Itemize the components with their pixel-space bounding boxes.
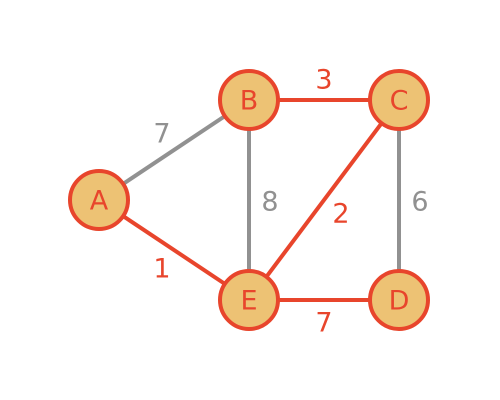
edge-weight-label-ce: 2 (332, 199, 349, 230)
node-circle-e (218, 269, 280, 331)
node-label-e: E (240, 286, 257, 317)
edge-weight-label-be: 8 (261, 187, 278, 218)
node-circle-c (368, 69, 430, 131)
node-circle-d (368, 269, 430, 331)
node-c: C (368, 69, 430, 131)
node-a: A (68, 169, 130, 231)
node-circle-b (218, 69, 280, 131)
node-b: B (218, 69, 280, 131)
node-label-c: C (390, 86, 409, 117)
node-label-d: D (389, 286, 410, 317)
edge-weight-label-ed: 7 (315, 308, 332, 339)
nodes-layer: A B C D E (68, 69, 430, 331)
node-label-a: A (90, 186, 109, 217)
edge-weight-label-ae: 1 (153, 254, 170, 285)
edge-ce (247, 98, 401, 302)
node-circle-a (68, 169, 130, 231)
node-e: E (218, 269, 280, 331)
edge-weight-label-bc: 3 (315, 65, 332, 96)
edge-labels-layer: 7 1 3 8 2 6 7 (153, 65, 428, 339)
node-d: D (368, 269, 430, 331)
edge-weight-label-ab: 7 (153, 119, 170, 150)
edge-weight-label-cd: 6 (411, 187, 428, 218)
node-label-b: B (240, 86, 259, 117)
